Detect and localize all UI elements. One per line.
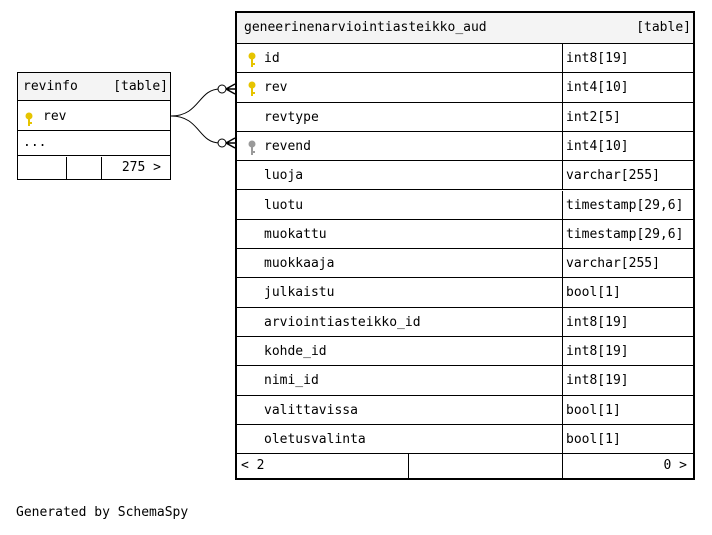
revinfo-more-columns: ...: [18, 132, 170, 156]
main-table[interactable]: geneerinenarviointiasteikko_aud [table] …: [235, 11, 695, 480]
main-header[interactable]: geneerinenarviointiasteikko_aud [table]: [237, 13, 693, 44]
column-divider: [562, 73, 563, 102]
column-divider: [562, 278, 563, 307]
column-divider: [562, 424, 563, 454]
revinfo-children-count[interactable]: 275 >: [121, 160, 161, 175]
main-column-revtype[interactable]: revtype int2[5]: [237, 102, 693, 132]
column-type: int8[19]: [566, 344, 629, 359]
column-type: varchar[255]: [566, 168, 660, 184]
column-type: int8[19]: [566, 51, 629, 66]
column-type: int4[10]: [566, 138, 629, 154]
column-name: luoja: [264, 168, 304, 184]
revinfo-more-label: ...: [23, 135, 47, 150]
optional-marker-revend: [217, 138, 227, 148]
column-type: int2[5]: [566, 109, 621, 125]
column-type: timestamp[29,6]: [566, 226, 684, 242]
main-table-name: geneerinenarviointiasteikko_aud: [244, 20, 487, 35]
column-divider: [562, 337, 563, 366]
column-divider: [562, 249, 563, 278]
column-divider: [562, 307, 563, 336]
column-name: nimi_id: [264, 373, 319, 389]
main-column-julkaistu[interactable]: julkaistu bool[1]: [237, 278, 693, 308]
column-name: kohde_id: [264, 344, 327, 359]
column-type: int8[19]: [566, 314, 629, 330]
optional-marker-rev: [217, 84, 227, 94]
column-type: varchar[255]: [566, 256, 660, 272]
main-children-link[interactable]: 0 >: [563, 454, 693, 478]
revinfo-table-kind: [table]: [113, 79, 168, 94]
main-column-oletusvalinta[interactable]: oletusvalinta bool[1]: [237, 424, 693, 455]
foreign-key-icon: [247, 138, 257, 160]
column-name: rev: [264, 80, 288, 96]
column-name: arviointiasteikko_id: [264, 314, 421, 330]
column-divider: [562, 102, 563, 131]
column-name: revtype: [264, 109, 319, 125]
main-parents-link[interactable]: < 2: [237, 454, 409, 478]
main-column-rev[interactable]: rev int4[10]: [237, 73, 693, 103]
column-name: revend: [264, 138, 311, 154]
column-divider: [562, 161, 563, 190]
main-column-nimi-id[interactable]: nimi_id int8[19]: [237, 366, 693, 396]
revinfo-footer-left: [18, 157, 67, 179]
column-name: julkaistu: [264, 285, 335, 301]
revinfo-header[interactable]: revinfo [table]: [18, 73, 170, 101]
primary-key-icon: [247, 50, 257, 72]
column-name: oletusvalinta: [264, 431, 366, 447]
main-column-muokattu[interactable]: muokattu timestamp[29,6]: [237, 219, 693, 250]
column-type: timestamp[29,6]: [566, 197, 684, 213]
main-column-valittavissa[interactable]: valittavissa bool[1]: [237, 395, 693, 425]
column-type: bool[1]: [566, 285, 621, 301]
column-name: muokkaaja: [264, 256, 335, 272]
main-column-kohde-id[interactable]: kohde_id int8[19]: [237, 337, 693, 367]
main-column-luotu[interactable]: luotu timestamp[29,6]: [237, 190, 693, 220]
revinfo-table[interactable]: revinfo [table] rev ... 275 >: [17, 72, 171, 180]
column-type: int4[10]: [566, 80, 629, 96]
revinfo-children-link[interactable]: 275 >: [102, 157, 170, 179]
main-column-luoja[interactable]: luoja varchar[255]: [237, 161, 693, 191]
revinfo-column-name: rev: [43, 109, 67, 124]
column-divider: [562, 190, 563, 219]
main-footer-mid: [409, 454, 563, 478]
column-divider: [562, 131, 563, 161]
crowfoot-revend: [225, 137, 236, 149]
main-parents-count[interactable]: < 2: [241, 458, 265, 473]
relationship-rev: [170, 88, 221, 117]
column-divider: [562, 44, 563, 73]
column-type: int8[19]: [566, 373, 629, 389]
column-type: bool[1]: [566, 431, 621, 447]
primary-key-icon: [24, 109, 34, 130]
revinfo-table-name: revinfo: [23, 79, 78, 94]
column-type: bool[1]: [566, 402, 621, 418]
column-divider: [562, 366, 563, 395]
main-column-revend[interactable]: revend int4[10]: [237, 131, 693, 162]
column-name: muokattu: [264, 226, 327, 242]
main-column-muokkaaja[interactable]: muokkaaja varchar[255]: [237, 249, 693, 279]
column-name: id: [264, 51, 280, 66]
relationship-revend: [170, 115, 221, 144]
revinfo-footer-mid: [67, 157, 102, 179]
main-column-arviointiasteikko-id[interactable]: arviointiasteikko_id int8[19]: [237, 307, 693, 337]
main-column-id[interactable]: id int8[19]: [237, 44, 693, 74]
column-name: valittavissa: [264, 402, 358, 418]
column-name: luotu: [264, 197, 304, 213]
primary-key-icon: [247, 79, 257, 101]
column-divider: [562, 219, 563, 249]
generated-by-label: Generated by SchemaSpy: [16, 505, 189, 520]
crowfoot-rev: [225, 83, 236, 95]
main-children-count[interactable]: 0 >: [663, 458, 687, 473]
main-table-kind: [table]: [636, 20, 691, 35]
revinfo-column-rev[interactable]: rev: [18, 102, 170, 131]
column-divider: [562, 395, 563, 424]
